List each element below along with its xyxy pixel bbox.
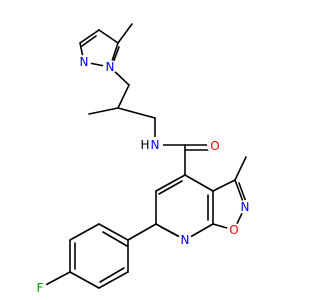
bond [98, 271, 129, 289]
atom-pyridine-nitrogen: N [178, 233, 192, 247]
bond [98, 29, 119, 44]
atom-label: N [241, 200, 250, 214]
bond [88, 107, 119, 115]
atom-isoxazole-nitrogen: N [238, 200, 252, 214]
bond [117, 84, 130, 109]
atom-amide-hydrogen: H [139, 138, 151, 152]
atom-label: N [106, 60, 115, 74]
bond [117, 23, 133, 44]
atom-amide-nitrogen: N [147, 137, 163, 153]
bond [184, 174, 214, 192]
atom-label: H [140, 138, 149, 152]
bond [117, 107, 156, 119]
bond [69, 223, 100, 241]
bond [127, 223, 157, 241]
bond [158, 180, 183, 195]
atom-fluorine: F [33, 281, 47, 295]
bond [102, 231, 128, 247]
bond [81, 35, 97, 47]
atom-pyrazole-n2: N [103, 60, 117, 74]
atom-label: N [151, 138, 160, 152]
atom-label: F [37, 281, 44, 295]
bond-layer [39, 23, 247, 289]
molecule-structure: N N N H O N O [33, 23, 252, 295]
bond [69, 271, 100, 289]
atom-label: O [210, 139, 219, 153]
atom-label-layer: N N N H O N O [33, 55, 252, 295]
bond [238, 182, 247, 203]
molecule-canvas: N N N H O N O [33, 23, 252, 295]
atom-carbonyl-oxygen: O [207, 138, 223, 154]
atom-label: N [80, 55, 89, 69]
bond [79, 29, 100, 44]
bond [98, 223, 129, 241]
bond [112, 46, 120, 64]
atom-isoxazole-oxygen: O [227, 223, 241, 237]
bond [99, 267, 125, 283]
atom-label: O [229, 223, 238, 237]
bond [234, 156, 247, 181]
bond [212, 179, 236, 192]
atom-pyrazole-n1: N [77, 55, 91, 69]
atom-label: N [181, 233, 190, 247]
bond [155, 174, 186, 192]
